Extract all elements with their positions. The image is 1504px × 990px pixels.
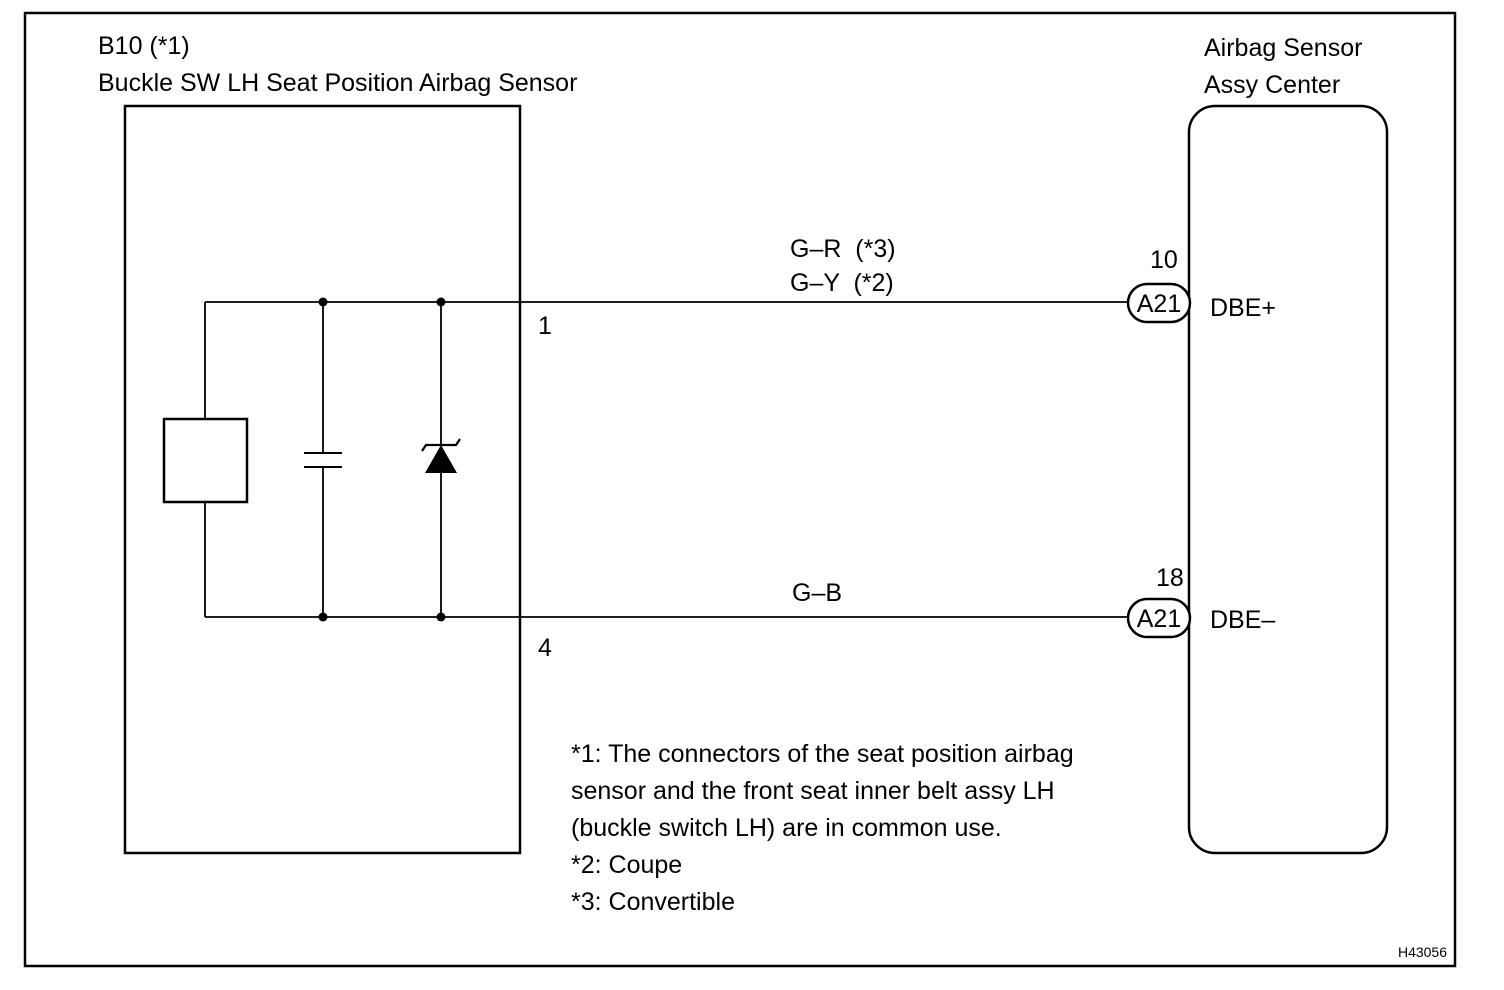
connector-a21-bottom — [1126, 597, 1192, 639]
airbag-sensor-assy-box — [1187, 104, 1389, 855]
note-line: *2: Coupe — [571, 851, 682, 879]
top-wire-color-line2: G–Y (*2) — [790, 269, 894, 297]
junction-dot — [436, 297, 446, 307]
diagram-frame — [23, 11, 1457, 968]
signal-dbe-minus: DBE– — [1210, 606, 1275, 634]
right-pin-bottom: 18 — [1156, 564, 1184, 592]
junction-dot — [436, 612, 446, 622]
note-line: sensor and the front seat inner belt ass… — [571, 777, 1055, 805]
junction-dot — [318, 297, 328, 307]
sensor-element — [162, 417, 249, 504]
connector-a21-top — [1126, 282, 1192, 324]
top-wire-color-line1: G–R (*3) — [790, 235, 896, 263]
connector-a21-top-label: A21 — [1137, 290, 1181, 318]
connector-a21-bottom-label: A21 — [1137, 605, 1181, 633]
right-pin-top: 10 — [1150, 246, 1178, 274]
footnotes: *1: The connectors of the seat position … — [571, 740, 1074, 916]
seat-position-sensor-box — [123, 104, 522, 855]
signal-dbe-plus: DBE+ — [1210, 294, 1276, 322]
figure-id: H43056 — [1398, 944, 1447, 960]
left-component-code: B10 (*1) — [98, 32, 190, 60]
zener-diode-triangle — [425, 445, 457, 473]
bottom-wire-color: G–B — [792, 579, 842, 607]
junction-dot — [318, 612, 328, 622]
right-component-name-line1: Airbag Sensor — [1204, 34, 1362, 62]
left-pin-top: 1 — [538, 312, 552, 340]
note-line: (buckle switch LH) are in common use. — [571, 814, 1002, 842]
right-component-name-line2: Assy Center — [1204, 71, 1340, 99]
note-line: *3: Convertible — [571, 888, 735, 916]
note-line: *1: The connectors of the seat position … — [571, 740, 1074, 768]
left-pin-bottom: 4 — [538, 634, 552, 662]
left-component-name: Buckle SW LH Seat Position Airbag Sensor — [98, 69, 577, 97]
